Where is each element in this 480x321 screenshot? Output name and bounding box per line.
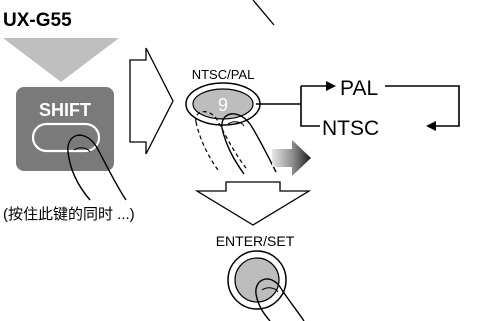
hollow-right-arrow-icon	[129, 47, 174, 155]
cycle-right-bracket	[385, 85, 460, 127]
cycle-diagram: PAL NTSC	[300, 77, 460, 140]
hand-repeat-dashed-lower-icon	[195, 121, 219, 171]
shift-key-label: SHIFT	[39, 100, 91, 120]
shift-key[interactable]: SHIFT	[16, 87, 114, 171]
hand-shift-icon	[67, 134, 127, 201]
hand-repeat-dashed-icon	[195, 111, 247, 169]
hold-note: (按住此键的同时 ...)	[3, 206, 135, 223]
hand-9-icon	[221, 113, 277, 173]
arrow-left-icon	[426, 121, 436, 131]
hand-enter-icon	[255, 278, 305, 321]
number-9-key[interactable]: 9	[185, 82, 261, 126]
hand-9-icon-lower	[221, 127, 245, 175]
enter-set-button-inner	[234, 257, 280, 303]
cycle-ntsc-label: NTSC	[322, 117, 379, 140]
top-diagonal-line	[252, 0, 275, 26]
hand-shift-icon-lower	[67, 151, 91, 201]
down-arrow-icon	[3, 38, 119, 82]
number-9-key-label: 9	[218, 95, 228, 115]
hand-enter-icon-lower	[255, 293, 271, 321]
fingernail-9-icon	[227, 121, 245, 127]
enter-set-label: ENTER/SET	[216, 233, 295, 249]
ntsc-pal-label: NTSC/PAL	[192, 67, 255, 82]
shift-key-button	[31, 122, 101, 153]
model-label: UX-G55	[3, 10, 72, 31]
arrow-right-icon	[326, 81, 336, 91]
fingernail-shift-icon	[73, 147, 91, 153]
cycle-left-bracket	[300, 86, 320, 127]
enter-set-button[interactable]	[227, 250, 287, 310]
fingernail-enter-icon	[261, 287, 279, 293]
hollow-down-arrow-icon	[194, 181, 312, 226]
gradient-right-arrow-icon	[272, 140, 311, 176]
cycle-pal-label: PAL	[340, 77, 378, 100]
